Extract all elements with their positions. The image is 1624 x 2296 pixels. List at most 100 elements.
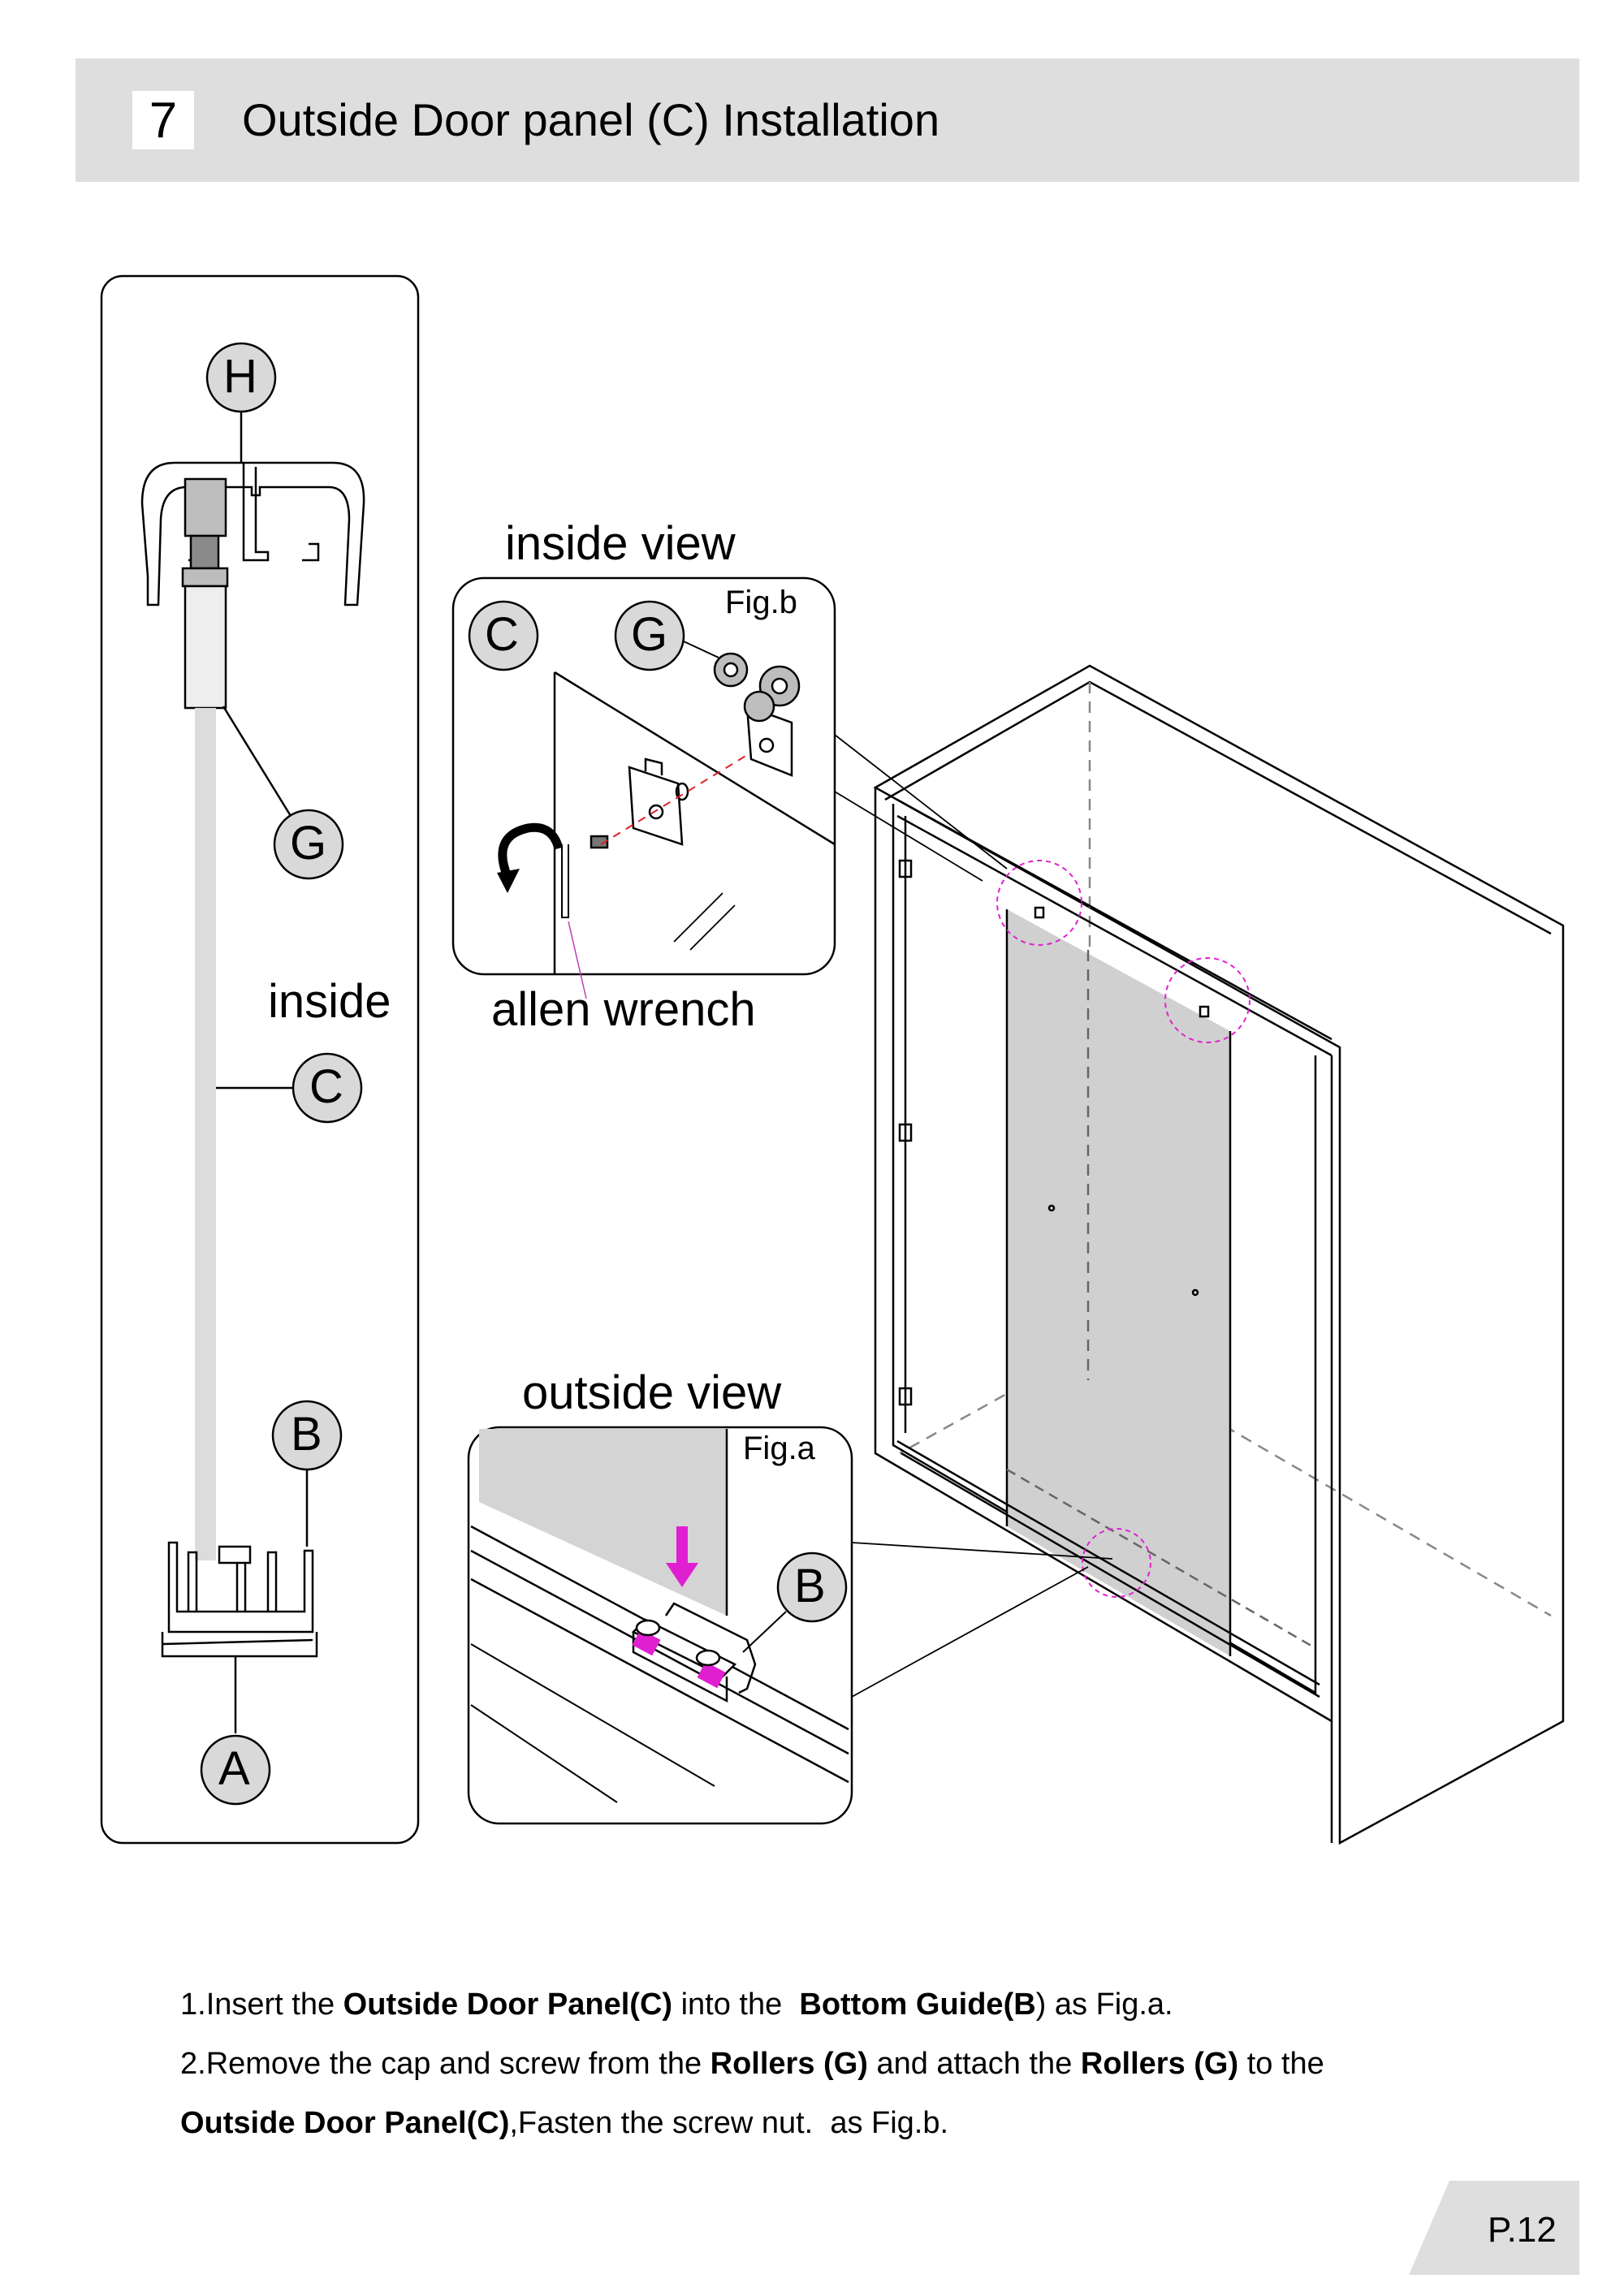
fig-a-leader-b xyxy=(742,1611,787,1653)
fig-a-guide-side xyxy=(632,1632,728,1703)
fig-b-leader-g xyxy=(683,641,719,658)
bottom-guide-b xyxy=(167,1541,314,1634)
fig-b-view-title: inside view xyxy=(505,517,736,570)
cross-section-frame xyxy=(100,274,420,1845)
fig-b-washer xyxy=(675,782,689,801)
page-number: P.12 xyxy=(1488,2210,1557,2250)
fig-a-magenta-pad-1 xyxy=(632,1629,661,1656)
label-c: C xyxy=(309,1060,343,1113)
base-a xyxy=(161,1632,318,1658)
fig-a-label-b: B xyxy=(794,1560,826,1612)
fig-b-label-c: C xyxy=(485,608,519,661)
instruction-1-text-c: ) as Fig.a. xyxy=(1035,1987,1173,2022)
instruction-2: 2.Remove the cap and screw from the Roll… xyxy=(180,2045,1324,2082)
fig-b-label: Fig.b xyxy=(725,585,797,620)
fig-a-roller-1 xyxy=(635,1619,661,1637)
fig-b-callout-c-circle xyxy=(468,600,539,671)
page-tab-shape xyxy=(1409,2181,1579,2275)
callout-g-circle xyxy=(273,809,344,880)
fig-b-rotate-arrow-head xyxy=(497,869,520,893)
roller-plate xyxy=(184,585,227,710)
instruction-1-bold-a: Outside Door Panel(C) xyxy=(343,1987,673,2022)
fig-b-roller-hub-2 xyxy=(771,677,788,695)
fig-a-projection-lines xyxy=(851,1542,1113,1698)
instruction-2-bold-a: Rollers (G) xyxy=(710,2047,868,2081)
highlight-bottom-guide xyxy=(1082,1528,1151,1598)
fig-b-roller-bolt xyxy=(758,737,775,753)
fig-a-view-title: outside view xyxy=(522,1366,782,1419)
fig-b-glass-edge xyxy=(553,671,836,974)
fig-b-roller-hub-1 xyxy=(723,662,739,678)
fig-a-roller-2 xyxy=(695,1649,721,1667)
label-a: A xyxy=(218,1742,250,1795)
outside-door-panel xyxy=(1007,909,1230,1656)
bottom-rail xyxy=(896,1439,1320,1698)
fig-a-floor-lines xyxy=(470,1643,715,1803)
fig-a-guide-back xyxy=(664,1602,757,1694)
fig-b-axis-line xyxy=(600,754,748,845)
enclosure-left-wall xyxy=(874,788,1332,1723)
fig-b-diagram xyxy=(451,576,836,999)
label-g: G xyxy=(290,817,327,870)
step-number-box: 7 xyxy=(132,91,194,149)
fig-a-callout-b-circle xyxy=(776,1552,848,1623)
roller-screw xyxy=(189,534,220,570)
roller-body xyxy=(184,477,227,537)
page-title: Outside Door panel (C) Installation xyxy=(242,94,940,145)
instruction-2-bold-b: Rollers (G) xyxy=(1080,2047,1239,2081)
fig-b-callouts xyxy=(468,600,685,671)
highlight-roller-2 xyxy=(1164,957,1250,1043)
panel-hole-2 xyxy=(1191,1288,1199,1297)
fig-a-frame xyxy=(467,1426,853,1825)
side-clip-2 xyxy=(898,1123,913,1142)
fig-b-wrench-leader xyxy=(568,921,587,999)
fig-b-bracket xyxy=(628,766,684,846)
fig-b-glass-hatch xyxy=(673,892,736,951)
fig-a-magenta-pad-2 xyxy=(697,1661,726,1689)
header-bar: 7 Outside Door panel (C) Installation xyxy=(76,58,1579,182)
fig-b-allen-wrench xyxy=(561,844,569,918)
enclosure-diagram xyxy=(834,664,1565,1845)
outside-door-edges xyxy=(1005,909,1232,1656)
fig-b-roller-wheel-3 xyxy=(743,690,775,723)
fig-b-frame xyxy=(451,576,836,976)
allen-wrench-label: allen wrench xyxy=(491,983,756,1036)
cross-section-callouts xyxy=(200,342,363,1806)
fig-b-callout-g-circle xyxy=(614,600,685,671)
instruction-2-text-a: 2.Remove the cap and screw from the xyxy=(180,2047,710,2081)
fig-a-label: Fig.a xyxy=(743,1431,815,1466)
fig-b-screw xyxy=(590,835,609,849)
instruction-2-text-c: to the xyxy=(1238,2047,1324,2081)
bottom-guide-slot xyxy=(218,1545,252,1564)
fig-a-diagram xyxy=(467,1426,853,1825)
fig-a-panel-face xyxy=(479,1429,727,1616)
fig-a-arrow-shaft xyxy=(676,1526,688,1565)
callout-h-circle xyxy=(205,342,277,413)
instruction-1-text-b: into the xyxy=(672,1987,800,2022)
callout-c-circle xyxy=(292,1052,363,1124)
instruction-2-text-b: and attach the xyxy=(867,2047,1081,2081)
side-clip-1 xyxy=(898,859,913,878)
inside-label: inside xyxy=(268,975,391,1028)
roller-nut xyxy=(181,567,229,588)
fig-b-bracket-hole xyxy=(648,804,664,820)
instruction-3: Outside Door Panel(C),Fasten the screw n… xyxy=(180,2104,948,2142)
enclosure-outline xyxy=(873,664,1565,1845)
cross-section-diagram xyxy=(100,274,420,1845)
track-hook-right xyxy=(302,542,320,562)
instruction-3-bold-a: Outside Door Panel(C) xyxy=(180,2106,510,2140)
panel-hole-1 xyxy=(1047,1204,1056,1212)
instruction-1-text-a: 1.Insert the xyxy=(180,1987,343,2022)
instruction-1: 1.Insert the Outside Door Panel(C) into … xyxy=(180,1986,1173,2023)
instruction-3-text-a: ,Fasten the screw nut. as Fig.b. xyxy=(509,2106,949,2140)
label-h: H xyxy=(223,350,257,403)
enclosure-inner-top xyxy=(884,680,1552,935)
roller-marker-1 xyxy=(1034,906,1045,919)
bottom-rail-dashed xyxy=(1006,1468,1316,1650)
step-number: 7 xyxy=(149,92,178,149)
fig-b-projection-lines xyxy=(834,734,1008,882)
side-clip-3 xyxy=(898,1387,913,1406)
roller-marker-2 xyxy=(1199,1005,1210,1018)
instruction-1-bold-b: Bottom Guide(B xyxy=(799,1987,1036,2022)
